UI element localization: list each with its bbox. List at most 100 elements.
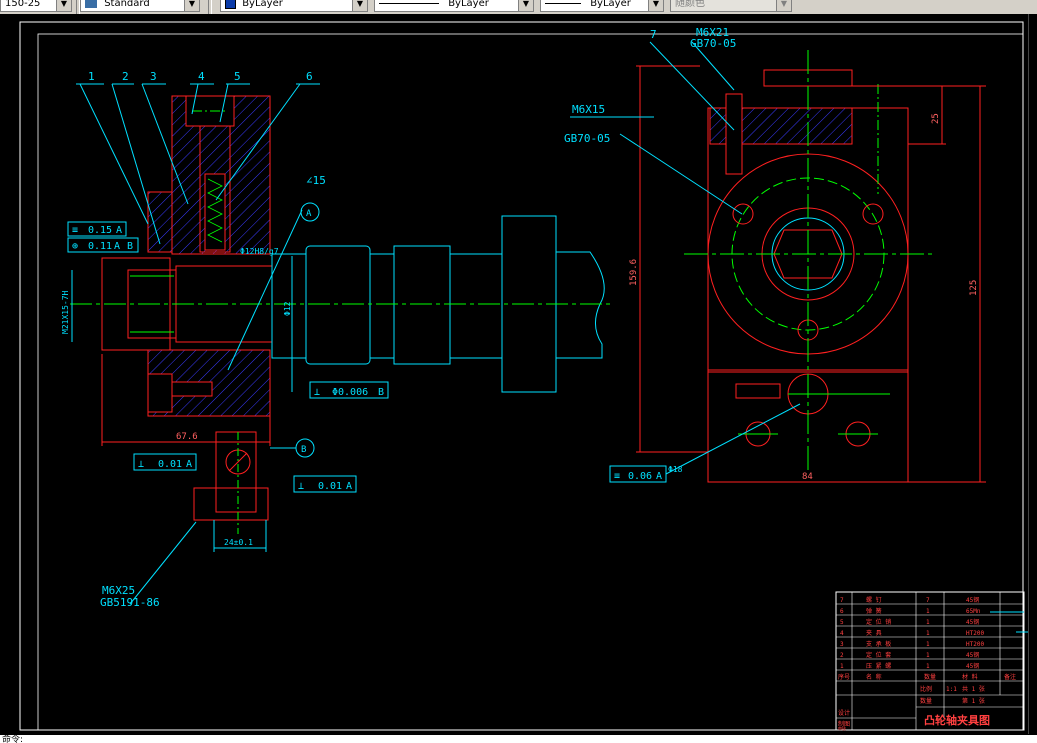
textstyle-dropdown[interactable]: Standard ▼: [80, 0, 200, 12]
dim-159-6: 159.6: [629, 259, 639, 286]
header-cell: 序号: [838, 673, 850, 681]
sheet-total: 共 1 张: [962, 685, 985, 693]
dim-24: 24±0.1: [224, 538, 253, 547]
part-no: 5: [840, 619, 844, 626]
designer-label: 设计: [838, 709, 850, 717]
balloon-3: 3: [150, 70, 157, 83]
dimstyle-value: 150-25: [5, 0, 41, 9]
leader-6: [215, 83, 301, 201]
part-name: 定 位 销: [866, 618, 891, 626]
part-material: 45钢: [966, 618, 979, 626]
part-no: 1: [840, 663, 844, 670]
dimstyle-dropdown[interactable]: 150-25 ▼: [0, 0, 72, 12]
chevron-down-icon: ▼: [518, 0, 533, 11]
tol-3-value: Φ0.006: [332, 387, 368, 398]
scale-label: 比例: [920, 685, 932, 693]
leader-gb70: [619, 133, 743, 215]
part-name: 支 承 板: [866, 640, 891, 648]
datum-b-label: B: [301, 445, 306, 455]
tol-symbol: ⊥: [298, 481, 304, 492]
part-material: 45钢: [966, 651, 979, 659]
clamp-screw-body: [215, 431, 257, 513]
lower-screw-shank: [171, 381, 213, 397]
tol-4-value: 0.01: [158, 459, 182, 470]
label-gb5191: GB5191-86: [100, 596, 160, 609]
lineweight-dropdown[interactable]: ByLayer ▼: [540, 0, 664, 12]
tol-6-ref: A: [656, 471, 662, 482]
leader-angle: [227, 209, 303, 371]
part-qty: 7: [926, 597, 930, 604]
tol-5-ref: A: [346, 481, 352, 492]
leader-2: [111, 83, 161, 245]
balloon-1: 1: [88, 70, 95, 83]
part-qty: 1: [926, 652, 930, 659]
sheet-inner-border: [37, 33, 1024, 731]
label-m6x25: M6X25: [102, 584, 135, 597]
part-name: 定 位 套: [866, 651, 891, 659]
textstyle-icon: [85, 0, 97, 8]
tol-4-ref: A: [186, 459, 192, 470]
spring-cavity: [204, 173, 226, 251]
dim-84: 84: [802, 472, 813, 482]
title-block: [835, 591, 1025, 731]
linetype-value: ByLayer: [448, 0, 489, 9]
plotstyle-value: 随颜色: [675, 0, 705, 9]
tol-symbol: ≡: [614, 471, 620, 482]
line-sample-icon: [379, 2, 439, 4]
properties-toolbar: 150-25 ▼ Standard ▼ ByLayer ▼ ByLayer ▼ …: [0, 0, 1037, 15]
header-cell: 名 称: [866, 673, 882, 681]
label-shaft-d: Φ12: [283, 301, 292, 316]
command-line[interactable]: 命令:: [0, 735, 1037, 743]
tol-symbol: ≡: [72, 225, 78, 236]
balloon-5: 5: [234, 70, 241, 83]
label-thread: M21X15-7H: [61, 290, 70, 334]
tol-2-ref1: A: [114, 241, 120, 252]
part-no: 3: [840, 641, 844, 648]
sheet-number: 第 1 张: [962, 697, 985, 705]
tol-2-value: 0.11: [88, 241, 112, 252]
part-qty: 1: [926, 641, 930, 648]
chevron-down-icon: ▼: [776, 0, 791, 11]
leader-m6x25: [129, 521, 197, 605]
scale-value: 1:1: [946, 686, 957, 693]
part-no: 7: [840, 597, 844, 604]
part-name: 压 紧 螺: [866, 662, 891, 670]
leader-m6x21: [691, 41, 735, 91]
leader-3: [141, 83, 189, 205]
cad-drawing: 1 2 3 4 5 6 7 M6X21 GB70-05 M6X15 GB70-0…: [19, 21, 1030, 731]
chevron-down-icon: ▼: [184, 0, 199, 11]
linetype-dropdown[interactable]: ByLayer ▼: [374, 0, 534, 12]
dim-phi18: Φ18: [668, 465, 683, 474]
part-material: HT200: [966, 641, 984, 648]
label-bore: Φ12H8/g7: [240, 247, 279, 256]
datum-a-circle: [300, 202, 320, 222]
label-gb70-top: GB70-05: [690, 37, 736, 50]
screw-slot: [228, 452, 248, 472]
header-cell: 数量: [924, 673, 936, 681]
lineweight-value: ByLayer: [590, 0, 631, 9]
tol-6-value: 0.06: [628, 471, 652, 482]
screw-side: [735, 383, 781, 399]
balloon-2: 2: [122, 70, 129, 83]
color-dropdown[interactable]: ByLayer ▼: [220, 0, 368, 12]
canvas-frame: [0, 14, 1029, 734]
plotstyle-dropdown[interactable]: 随颜色 ▼: [670, 0, 792, 12]
tol-1-value: 0.15: [88, 225, 112, 236]
drawing-canvas[interactable]: 1 2 3 4 5 6 7 M6X21 GB70-05 M6X15 GB70-0…: [0, 14, 1037, 735]
color-swatch-icon: [225, 0, 236, 9]
balloon-4: 4: [198, 70, 205, 83]
drawing-title: 凸轮轴夹具图: [924, 713, 990, 727]
leader-5: [219, 83, 229, 123]
locating-sleeve: [147, 191, 173, 253]
toolbar-separator: [208, 0, 212, 14]
part-material: 45钢: [966, 596, 979, 604]
compression-nut: [101, 257, 171, 351]
dim-67-6: 67.6: [176, 432, 198, 442]
canvas-scroll-strip[interactable]: [1029, 14, 1037, 735]
tolerance-frame-3: [309, 381, 389, 399]
bolt-hole: [732, 203, 754, 225]
part-name: 弹 簧: [866, 607, 882, 615]
line-sample-icon: [545, 2, 581, 4]
part-no: 2: [840, 652, 844, 659]
tol-2-ref2: B: [127, 241, 133, 252]
